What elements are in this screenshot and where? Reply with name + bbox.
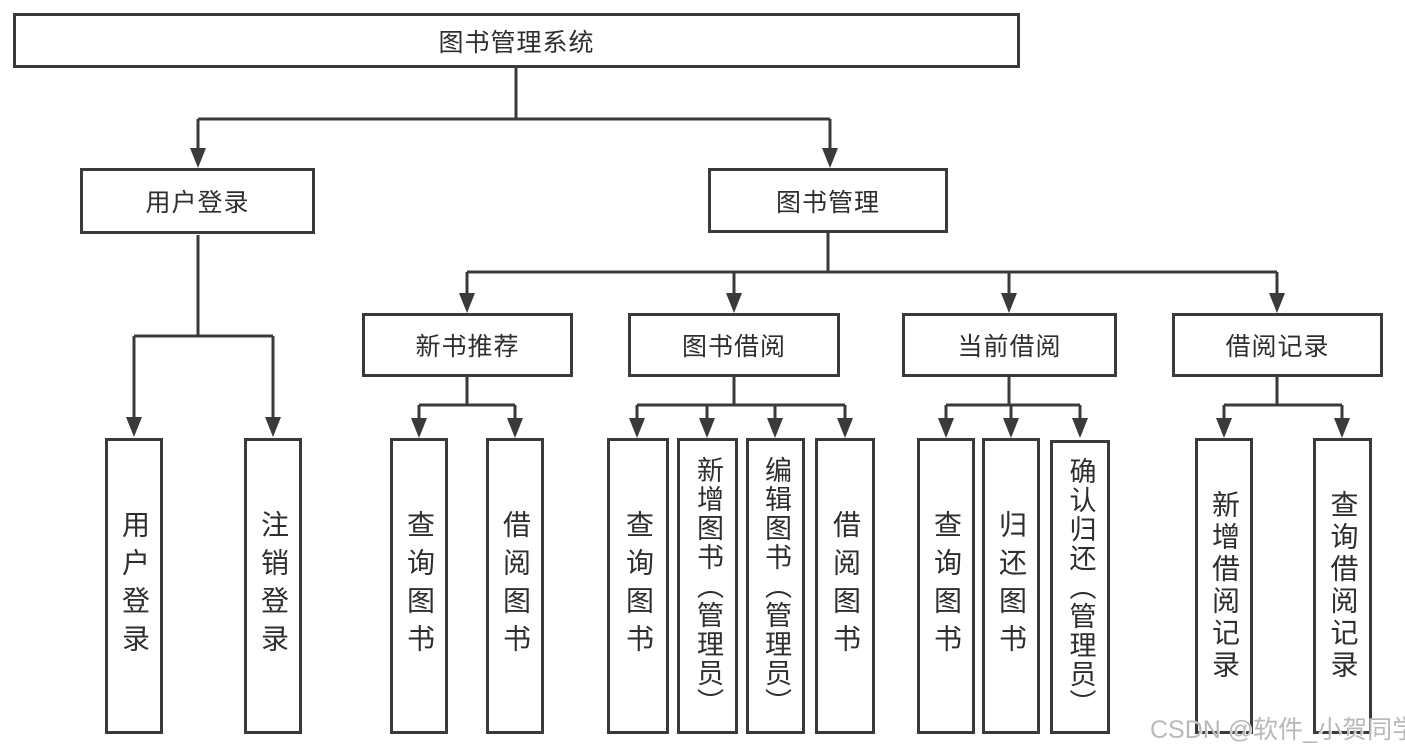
leaf-return-books: 归还图书 — [982, 438, 1040, 734]
leaf-logout: 注销登录 — [244, 438, 302, 734]
leaf-query-books-current: 查询图书 — [917, 438, 975, 734]
leaf-confirm-return-admin: 确认归还（管理员） — [1050, 440, 1110, 734]
leaf-borrow-books-borrowing: 借阅图书 — [815, 438, 875, 734]
leaf-user-login: 用户登录 — [105, 438, 163, 734]
leaf-add-book-admin: 新增图书（管理员） — [677, 438, 738, 734]
node-new-book-recommend: 新书推荐 — [362, 313, 573, 377]
leaf-borrow-books-recommend: 借阅图书 — [486, 438, 544, 734]
leaf-edit-book-admin: 编辑图书（管理员） — [746, 438, 805, 734]
node-book-borrowing: 图书借阅 — [628, 313, 840, 377]
node-current-borrowing: 当前借阅 — [902, 313, 1117, 377]
leaf-query-books-recommend: 查询图书 — [390, 438, 448, 734]
node-library-system: 图书管理系统 — [13, 13, 1020, 68]
leaf-query-books-borrowing: 查询图书 — [607, 438, 669, 734]
node-book-management: 图书管理 — [708, 168, 948, 233]
watermark: CSDN @软件_小贺同学 — [1150, 716, 1405, 744]
node-user-login: 用户登录 — [80, 168, 315, 234]
leaf-query-borrow-record: 查询借阅记录 — [1313, 438, 1372, 734]
node-borrowing-records: 借阅记录 — [1172, 313, 1383, 377]
leaf-add-borrow-record: 新增借阅记录 — [1195, 438, 1253, 734]
